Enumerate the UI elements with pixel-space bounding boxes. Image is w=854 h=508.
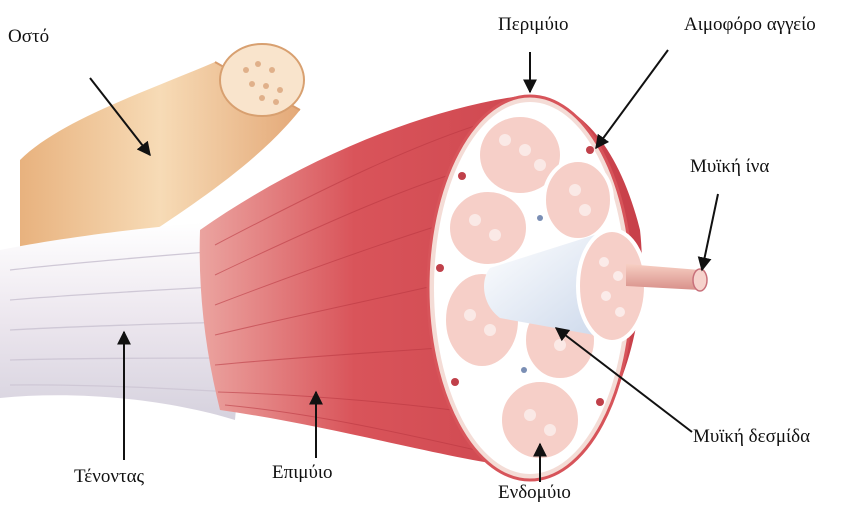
blood-vessel-dot [586, 146, 594, 154]
label-perimysium: Περιμύιο [498, 14, 569, 36]
arrow-blood-vessel [596, 50, 668, 148]
fascicle-3 [544, 160, 612, 240]
fascicle-2 [448, 190, 528, 266]
label-muscle-fiber: Μυϊκή ίνα [690, 156, 769, 178]
label-epimysium: Επιμύιο [272, 462, 333, 484]
label-blood-vessel: Αιμοφόρο αγγείο [684, 14, 816, 36]
label-endomysium: Ενδομύιο [498, 482, 571, 504]
label-muscle-fascicle: Μυϊκή δεσμίδα [693, 426, 810, 448]
arrow-muscle-fiber [702, 194, 718, 270]
label-tendon: Τένοντας [74, 466, 144, 488]
label-bone: Οστό [8, 26, 49, 48]
